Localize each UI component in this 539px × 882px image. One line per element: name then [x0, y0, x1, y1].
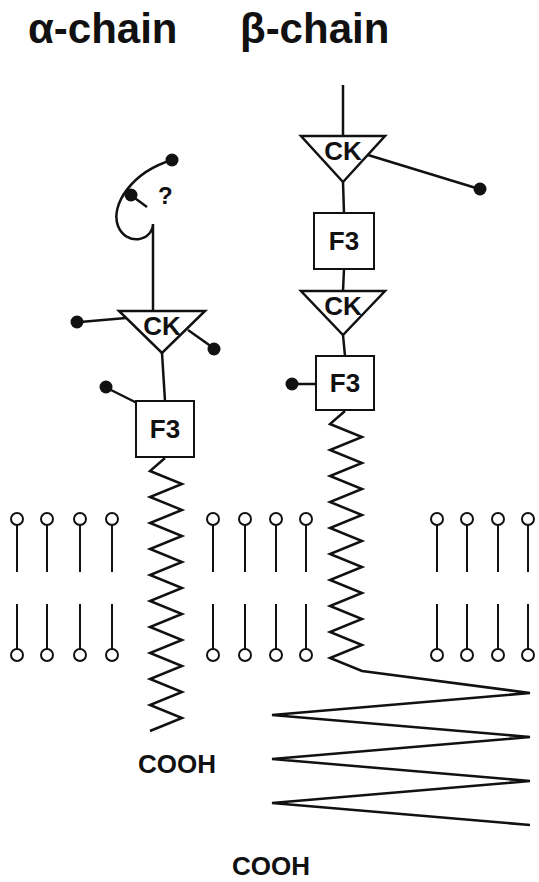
chain-link	[343, 335, 345, 356]
lipid	[300, 513, 312, 525]
lipid	[41, 649, 53, 661]
terminus-label: COOH	[232, 852, 310, 881]
lipid	[466, 604, 468, 649]
domain-label: F3	[315, 228, 373, 254]
domain-label: CK	[300, 138, 386, 164]
chain-link	[343, 269, 344, 291]
lipid	[212, 525, 214, 572]
ck-domain: CK	[300, 135, 386, 183]
lipid	[46, 604, 48, 649]
lipid	[305, 604, 307, 649]
lipid	[79, 604, 81, 649]
glyco-stalk	[368, 155, 476, 188]
glyco-stalk	[80, 318, 126, 322]
glyco-stalk	[188, 330, 212, 347]
glyco-dot	[474, 183, 487, 196]
lipid	[305, 525, 307, 572]
domain-label: F3	[317, 370, 373, 396]
lipid	[46, 525, 48, 572]
ck-domain: CK	[118, 310, 206, 354]
f3-domain: F3	[135, 400, 195, 458]
lipid	[111, 525, 113, 572]
beta-helix-coil	[272, 411, 530, 825]
lipid	[207, 649, 219, 661]
triangle-shape	[301, 291, 385, 335]
chain-link	[162, 353, 165, 401]
beta-n-terminus	[342, 85, 345, 136]
lipid	[74, 513, 86, 525]
lipid	[431, 649, 443, 661]
lipid	[74, 649, 86, 661]
lipid	[239, 649, 251, 661]
lipid	[244, 525, 246, 572]
terminus-label: COOH	[138, 750, 216, 779]
lipid	[527, 525, 529, 572]
lipid	[79, 525, 81, 572]
glyco-dot	[208, 343, 221, 356]
lipid	[11, 513, 23, 525]
glyco-dot	[166, 154, 179, 167]
domain-label: CK	[118, 313, 206, 339]
lipid	[275, 525, 277, 572]
glyco-dot	[100, 381, 113, 394]
lipid	[527, 604, 529, 649]
f3-domain: F3	[313, 212, 375, 270]
lipid	[436, 525, 438, 572]
domain-label: CK	[300, 293, 386, 319]
domain-label: F3	[137, 416, 193, 442]
lipid	[522, 513, 534, 525]
lipid	[106, 513, 118, 525]
lipid	[275, 604, 277, 649]
ck-domain: CK	[300, 290, 386, 336]
glycosylation-dots	[71, 154, 487, 394]
lipid	[466, 525, 468, 572]
unknown-domain-mark: ?	[158, 183, 173, 209]
lipid	[270, 649, 282, 661]
lipid	[16, 604, 18, 649]
lipid	[492, 649, 504, 661]
lipid	[212, 604, 214, 649]
alpha-loop	[116, 160, 172, 312]
lipid	[497, 525, 499, 572]
lipid	[436, 604, 438, 649]
glyco-dot	[71, 316, 84, 329]
lipid	[431, 513, 443, 525]
glyco-dot	[286, 378, 299, 391]
chain-heading: β-chain	[240, 6, 389, 52]
lipid	[522, 649, 534, 661]
lipid	[492, 513, 504, 525]
f3-domain: F3	[315, 355, 375, 411]
triangle-shape	[301, 136, 385, 182]
lipid	[461, 649, 473, 661]
chain-heading: α-chain	[28, 6, 178, 52]
lipid	[497, 604, 499, 649]
lipid	[300, 649, 312, 661]
lipid	[239, 513, 251, 525]
lipid	[11, 649, 23, 661]
alpha-helix-coil	[150, 458, 182, 731]
lipid	[111, 604, 113, 649]
lipid	[270, 513, 282, 525]
chain-link	[343, 182, 344, 213]
triangle-shape	[119, 311, 205, 353]
lipid	[41, 513, 53, 525]
chain-lines	[80, 85, 530, 825]
lipid	[16, 525, 18, 572]
lipid	[461, 513, 473, 525]
lipid	[106, 649, 118, 661]
glyco-dot	[125, 189, 138, 202]
lipid	[244, 604, 246, 649]
lipid-bilayer	[11, 513, 534, 661]
lipid	[207, 513, 219, 525]
